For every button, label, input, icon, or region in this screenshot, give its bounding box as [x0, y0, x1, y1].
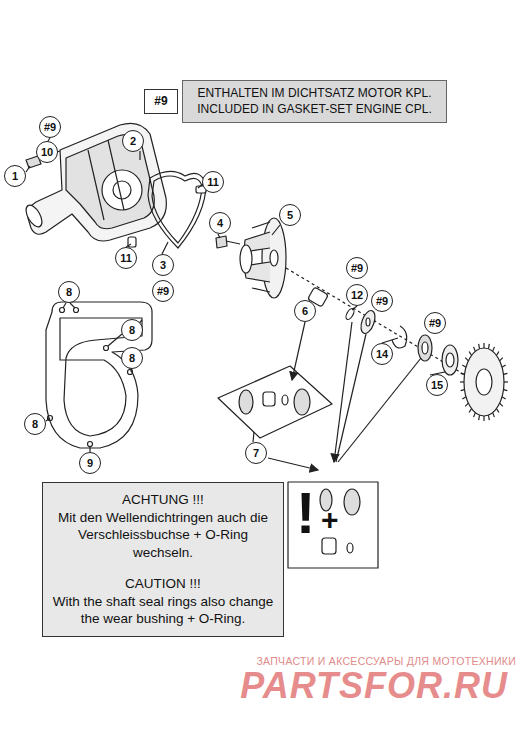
callout-number: 5 — [279, 204, 301, 226]
note-text: ACHTUNG !!! — [51, 491, 275, 509]
callout-number: 8 — [24, 413, 46, 435]
callout-number: 10 — [36, 141, 58, 163]
callout-number: 12 — [346, 284, 368, 306]
callout-number: 9 — [79, 452, 101, 474]
note-text: CAUTION !!! — [51, 575, 275, 593]
callout-number: #9 — [371, 290, 393, 312]
warning-mark: ! — [296, 484, 315, 542]
callout-number: 15 — [426, 374, 448, 396]
callout-number: 8 — [58, 281, 80, 303]
callout-number: 4 — [209, 212, 231, 234]
note-marker-box: #9 — [144, 89, 178, 115]
callout-number: 1 — [4, 165, 26, 187]
watermark: ЗАПЧАСТИ И АКСЕССУАРЫ ДЛЯ МОТОТЕХНИКИ — [256, 655, 516, 667]
callout-number: #9 — [346, 257, 368, 279]
note-text: INCLUDED IN GASKET-SET ENGINE CPL. — [189, 102, 440, 118]
note-text: #9 — [147, 94, 175, 110]
callout-number: 11 — [202, 171, 224, 193]
callout-number: 8 — [121, 319, 143, 341]
note-text: With the shaft seal rings also change th… — [51, 593, 275, 628]
callout-number: 7 — [245, 442, 267, 464]
caution-box: ACHTUNG !!!Mit den Wellendichtringen auc… — [42, 482, 284, 637]
callout-number: 2 — [122, 130, 144, 152]
callout-number: 14 — [371, 343, 393, 365]
callout-number: 6 — [294, 300, 316, 322]
note-box: ENTHALTEN IM DICHTSATZ MOTOR KPL.INCLUDE… — [182, 80, 447, 123]
note-text: ENTHALTEN IM DICHTSATZ MOTOR KPL. — [189, 86, 440, 102]
watermark: PARTSFOR.RU — [240, 668, 508, 704]
plus-sign: + — [321, 505, 339, 535]
callout-number: 11 — [115, 247, 137, 269]
callout-number: #9 — [152, 280, 174, 302]
callout-number: #9 — [424, 312, 446, 334]
callout-number: 8 — [121, 347, 143, 369]
note-text: Mit den Wellendichtringen auch die Versc… — [51, 509, 275, 562]
callout-number: 3 — [152, 254, 174, 276]
callout-number: #9 — [39, 116, 61, 138]
